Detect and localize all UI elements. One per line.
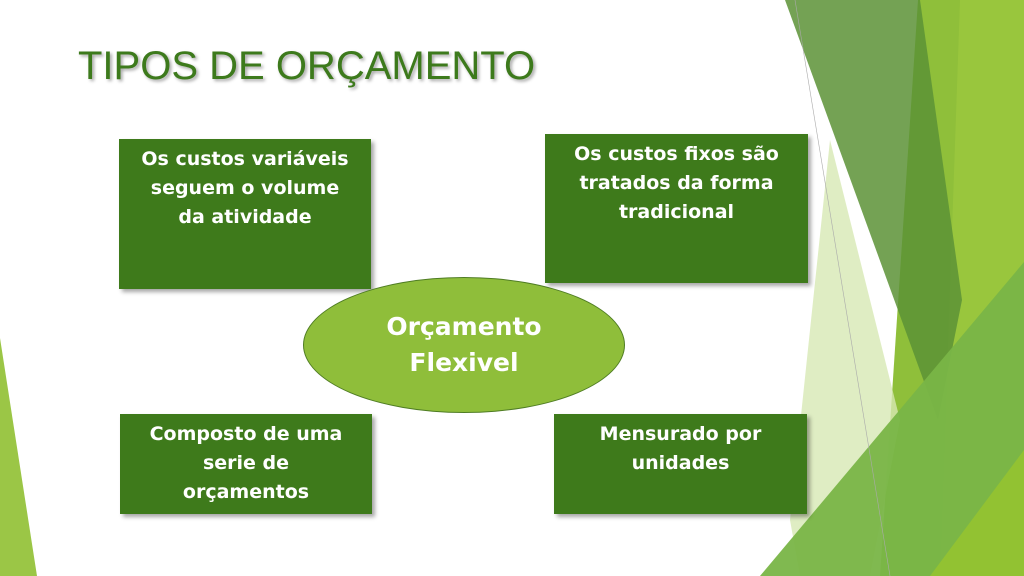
bottom-triangle: [760, 262, 1024, 576]
box-measured-units: Mensurado por unidades: [554, 414, 807, 514]
bottom-right-light: [930, 450, 1024, 576]
center-ellipse: Orçamento Flexivel: [303, 277, 625, 413]
box-line: unidades: [631, 452, 730, 474]
box-line: Os custos fixos são: [574, 143, 779, 165]
box-line: Os custos variáveis: [141, 148, 349, 170]
center-line: Orçamento: [386, 312, 542, 341]
box-line: Mensurado por: [599, 423, 762, 445]
box-line: orçamentos: [182, 481, 310, 503]
box-line: tradicional: [618, 201, 735, 223]
thin-line: [794, 0, 891, 576]
center-line: Flexivel: [409, 348, 519, 377]
box-line: serie de: [202, 452, 290, 474]
box-line: Composto de uma: [149, 423, 343, 445]
slide-title: TIPOS DE ORÇAMENTO: [78, 44, 536, 88]
box-variable-costs: Os custos variáveis seguem o volume da a…: [119, 139, 371, 289]
box-line: da atividade: [178, 206, 312, 228]
box-series-of-budgets: Composto de uma serie de orçamentos: [120, 414, 372, 514]
box-line: tratados da forma: [579, 172, 774, 194]
left-green-triangle: [0, 338, 37, 576]
box-line: seguem o volume: [150, 177, 340, 199]
dark-band: [785, 0, 962, 420]
box-fixed-costs: Os custos fixos são tratados da forma tr…: [545, 134, 808, 283]
